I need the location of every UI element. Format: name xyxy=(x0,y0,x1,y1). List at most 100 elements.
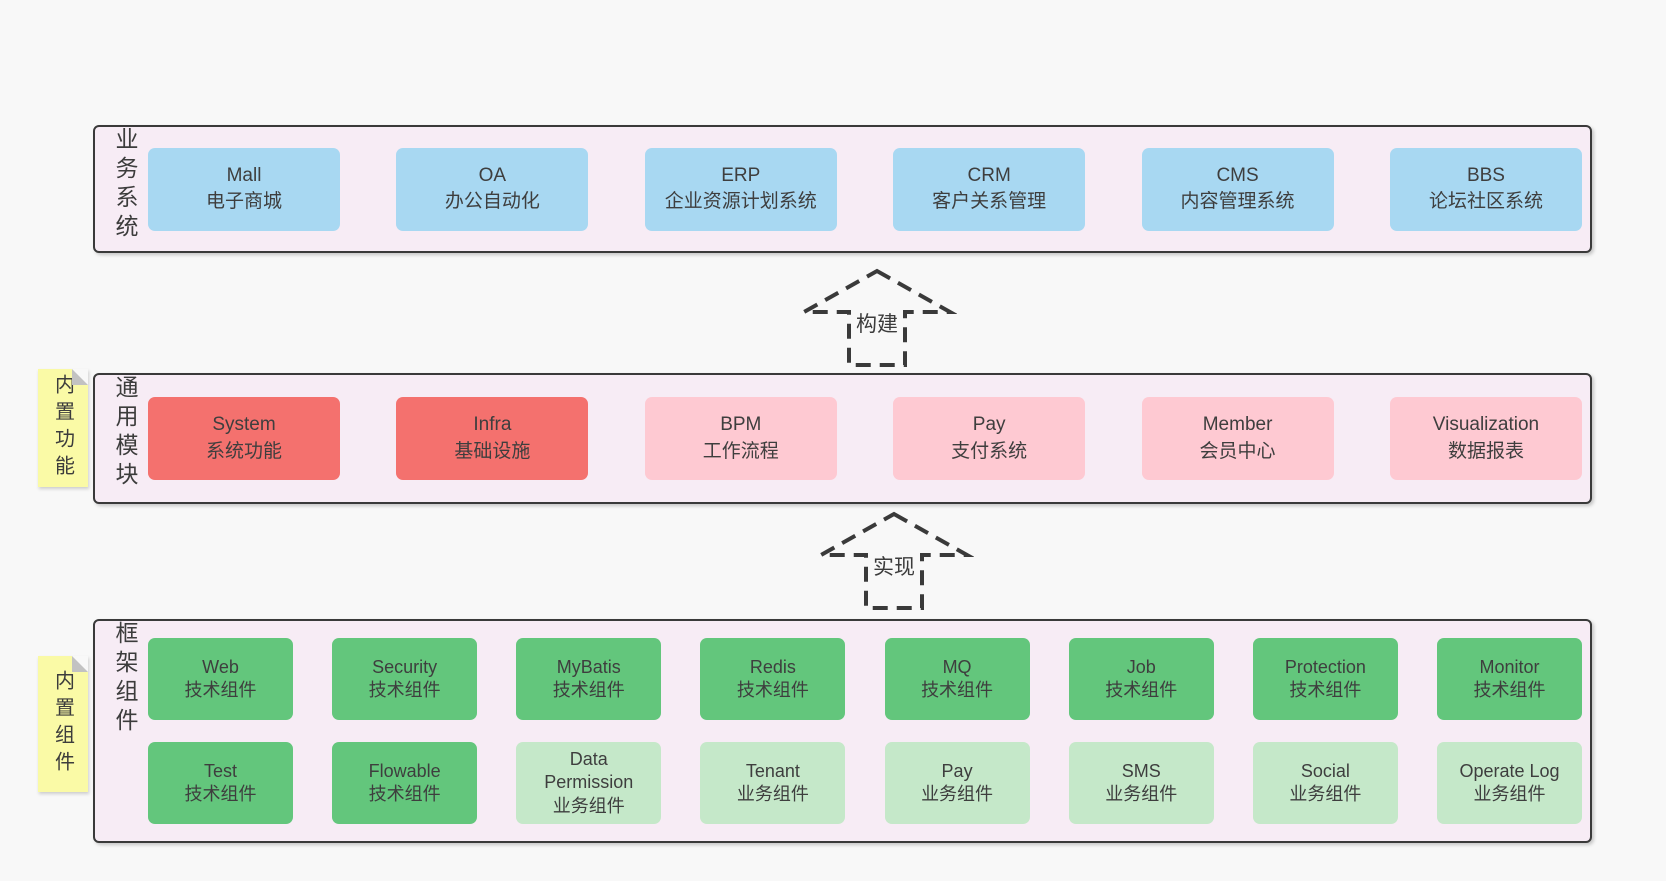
box-subtitle: 支付系统 xyxy=(951,440,1028,462)
box-subtitle: 客户关系管理 xyxy=(932,191,1047,212)
box-title: CRM xyxy=(967,164,1011,186)
box-subtitle: 内容管理系统 xyxy=(1180,191,1295,212)
band-side-label: 业务系统 xyxy=(112,127,138,243)
box-bbs: BBS 论坛社区系统 xyxy=(1389,147,1582,231)
box-member: Member 会员中心 xyxy=(1141,397,1334,480)
box-title: MQ xyxy=(942,656,972,677)
band-common-modules: 通用模块 System 系统功能 Infra 基础设施 BPM 工作流程 Pay 支付系统 Mem… xyxy=(93,373,1592,504)
box-tenant: Tenant 业务组件 xyxy=(700,742,846,824)
box-title: Data Permission xyxy=(544,748,634,793)
box-title: BBS xyxy=(1466,164,1505,186)
box-subtitle: 基础设施 xyxy=(454,440,531,462)
implement-arrow: 实现 xyxy=(814,511,974,611)
box-subtitle: 业务组件 xyxy=(736,784,809,804)
sticky-note-framework-components: 内置组件 xyxy=(38,656,88,792)
box-redis: Redis 技术组件 xyxy=(700,638,846,720)
box-mall: Mall 电子商城 xyxy=(148,147,340,231)
box-title: Infra xyxy=(473,414,512,436)
box-operate-log: Operate Log 业务组件 xyxy=(1436,742,1582,824)
box-web: Web 技术组件 xyxy=(148,638,293,720)
box-title: Pay xyxy=(941,760,973,781)
box-title: Mall xyxy=(226,164,262,186)
box-subtitle: 工作流程 xyxy=(702,440,779,462)
box-social: Social 业务组件 xyxy=(1252,742,1398,824)
box-title: Member xyxy=(1202,414,1273,436)
box-security: Security 技术组件 xyxy=(332,638,478,720)
box-subtitle: 技术组件 xyxy=(368,784,441,804)
sticky-note-common-modules: 内置功能 xyxy=(38,369,88,487)
box-subtitle: 业务组件 xyxy=(552,795,625,816)
box-system: System 系统功能 xyxy=(148,397,340,480)
box-subtitle: 技术组件 xyxy=(552,680,625,700)
box-oa: OA 办公自动化 xyxy=(396,147,589,231)
band-side-label: 通用模块 xyxy=(112,375,138,491)
box-subtitle: 企业资源计划系统 xyxy=(664,191,817,212)
band-rows: Mall 电子商城 OA 办公自动化 ERP 企业资源计划系统 CRM 客户关系管理 CMS 内容… xyxy=(148,127,1582,251)
box-title: MyBatis xyxy=(556,656,621,677)
box-subtitle: 业务组件 xyxy=(1105,784,1178,804)
box-infra: Infra 基础设施 xyxy=(396,397,589,480)
box-title: Flowable xyxy=(368,760,441,781)
box-subtitle: 会员中心 xyxy=(1199,440,1276,462)
box-title: Pay xyxy=(972,414,1006,436)
box-subtitle: 技术组件 xyxy=(184,680,257,700)
arrow-label: 构建 xyxy=(853,308,901,338)
box-subtitle: 业务组件 xyxy=(921,784,994,804)
band-rows: System 系统功能 Infra 基础设施 BPM 工作流程 Pay 支付系统 Member 会… xyxy=(148,375,1582,502)
band-row: System 系统功能 Infra 基础设施 BPM 工作流程 Pay 支付系统 Member 会… xyxy=(148,397,1582,480)
box-subtitle: 技术组件 xyxy=(1473,680,1546,700)
box-title: System xyxy=(212,414,276,436)
box-cms: CMS 内容管理系统 xyxy=(1141,147,1334,231)
box-subtitle: 办公自动化 xyxy=(444,191,540,212)
box-subtitle: 数据报表 xyxy=(1447,440,1524,462)
box-title: Web xyxy=(202,656,239,677)
box-title: Security xyxy=(372,656,438,677)
build-arrow: 构建 xyxy=(797,268,957,368)
box-bpm: BPM 工作流程 xyxy=(644,397,837,480)
box-title: Monitor xyxy=(1479,656,1540,677)
box-title: BPM xyxy=(720,414,762,436)
box-title: ERP xyxy=(721,164,761,186)
box-subtitle: 技术组件 xyxy=(736,680,809,700)
box-subtitle: 技术组件 xyxy=(184,784,257,804)
box-subtitle: 系统功能 xyxy=(205,440,282,462)
box-subtitle: 论坛社区系统 xyxy=(1428,191,1543,212)
arrow-label: 实现 xyxy=(870,551,918,581)
box-title: Redis xyxy=(749,656,796,677)
box-test: Test 技术组件 xyxy=(148,742,293,824)
band-framework-components: 框架组件 Web 技术组件 Security 技术组件 MyBatis 技术组件 Redis 技… xyxy=(93,619,1592,843)
box-erp: ERP 企业资源计划系统 xyxy=(644,147,837,231)
box-subtitle: 业务组件 xyxy=(1473,784,1546,804)
box-pay: Pay 业务组件 xyxy=(884,742,1030,824)
box-subtitle: 技术组件 xyxy=(368,680,441,700)
box-title: Operate Log xyxy=(1459,760,1560,781)
box-title: OA xyxy=(478,164,507,186)
box-title: Job xyxy=(1126,656,1156,677)
box-subtitle: 技术组件 xyxy=(1289,680,1362,700)
box-sms: SMS 业务组件 xyxy=(1068,742,1214,824)
box-flowable: Flowable 技术组件 xyxy=(332,742,478,824)
band-side-label: 框架组件 xyxy=(112,621,138,737)
band-row: Mall 电子商城 OA 办公自动化 ERP 企业资源计划系统 CRM 客户关系管理 CMS 内容… xyxy=(148,147,1582,231)
box-subtitle: 业务组件 xyxy=(1289,784,1362,804)
box-pay: Pay 支付系统 xyxy=(893,397,1086,480)
box-title: Test xyxy=(203,760,237,781)
box-title: SMS xyxy=(1121,760,1161,781)
box-protection: Protection 技术组件 xyxy=(1252,638,1398,720)
box-title: Social xyxy=(1300,760,1350,781)
box-monitor: Monitor 技术组件 xyxy=(1436,638,1582,720)
box-title: Protection xyxy=(1284,656,1366,677)
box-mybatis: MyBatis 技术组件 xyxy=(516,638,662,720)
box-title: CMS xyxy=(1216,164,1259,186)
box-title: Visualization xyxy=(1432,414,1540,436)
box-visualization: Visualization 数据报表 xyxy=(1389,397,1582,480)
box-title: Tenant xyxy=(745,760,800,781)
box-crm: CRM 客户关系管理 xyxy=(893,147,1086,231)
box-subtitle: 电子商城 xyxy=(205,191,282,212)
